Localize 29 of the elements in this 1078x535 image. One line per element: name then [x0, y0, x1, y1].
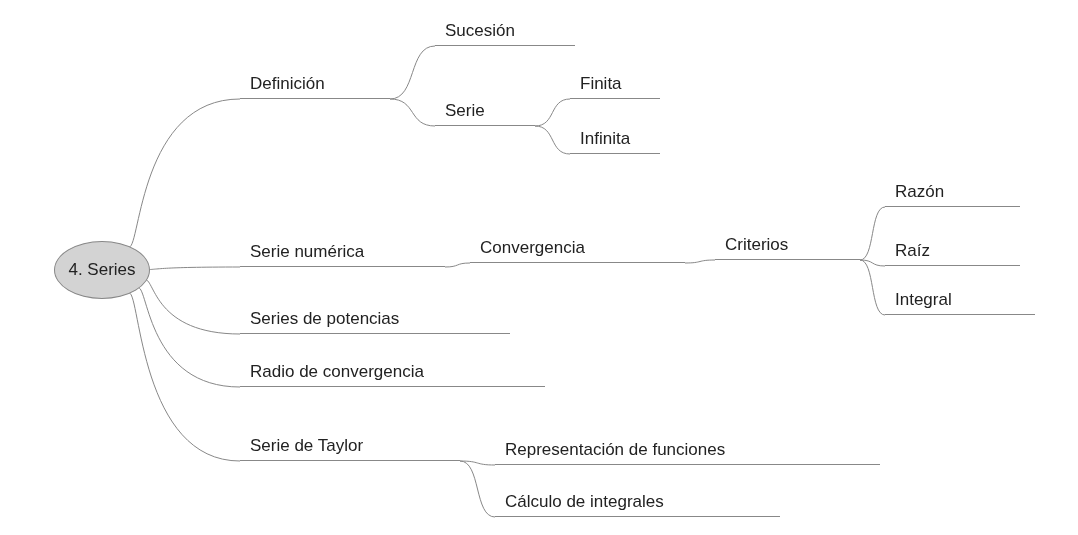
topic-label: Serie	[435, 99, 535, 126]
topic-label: Razón	[885, 180, 1020, 207]
branch-line	[459, 460, 496, 466]
topic-label: Serie numérica	[240, 240, 445, 267]
branch-line	[459, 460, 496, 518]
branch-line	[444, 262, 471, 268]
topic-label: Criterios	[715, 233, 860, 260]
topic-label: Convergencia	[470, 236, 685, 263]
central-topic: 4. Series	[54, 241, 150, 299]
branch-line	[128, 98, 241, 248]
topic-label: Cálculo de integrales	[495, 490, 780, 517]
topic-label: Definición	[240, 72, 390, 99]
branch-line	[389, 98, 436, 127]
topic-label: Integral	[885, 288, 1035, 315]
topic-label: Radio de convergencia	[240, 360, 545, 387]
topic-label: Infinita	[570, 127, 660, 154]
branch-line	[534, 98, 571, 127]
topic-label: Serie de Taylor	[240, 434, 460, 461]
topic-label: Finita	[570, 72, 660, 99]
branch-line	[684, 259, 716, 264]
branch-line	[859, 259, 886, 316]
branch-line	[859, 259, 886, 267]
branch-line	[534, 125, 571, 155]
topic-label: Series de potencias	[240, 307, 510, 334]
branch-line	[137, 287, 241, 388]
branch-line	[128, 292, 241, 462]
topic-label: Representación de funciones	[495, 438, 880, 465]
topic-label: Raíz	[885, 239, 1020, 266]
topic-label: Sucesión	[435, 19, 575, 46]
